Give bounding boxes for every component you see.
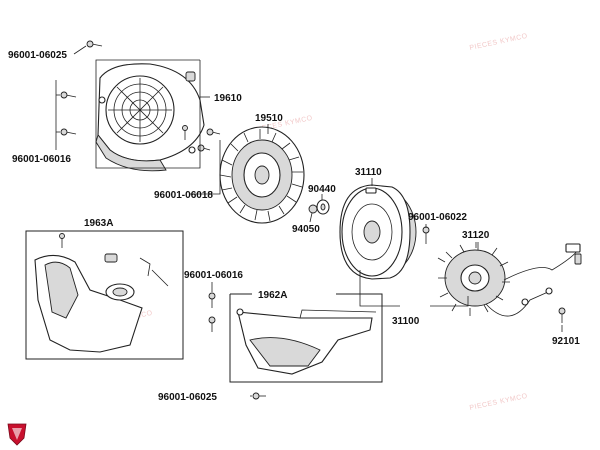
- label-fan[interactable]: 19510: [255, 113, 283, 124]
- washer-nut-group: [308, 199, 330, 215]
- lower-cover-part: [236, 308, 377, 375]
- stator-part: [437, 242, 582, 317]
- watermark: PIECES KYMCO: [469, 393, 529, 412]
- shroud-box: [25, 230, 184, 360]
- label-nut[interactable]: 94050: [292, 224, 320, 235]
- label-clamp-bolt[interactable]: 92101: [552, 336, 580, 347]
- label-washer[interactable]: 90440: [308, 184, 336, 195]
- label-flywheel[interactable]: 31110: [355, 167, 382, 178]
- label-cover-box[interactable]: 1962A: [258, 290, 287, 301]
- label-stator-bolt[interactable]: 96001-06022: [408, 212, 467, 223]
- label-lower-bolt-b[interactable]: 96001-06025: [158, 392, 217, 403]
- label-shroud-box[interactable]: 1963A: [84, 218, 113, 229]
- bolt-group-lower: [182, 125, 566, 400]
- label-fan-cover[interactable]: 19610: [214, 93, 242, 104]
- brand-logo: [7, 423, 27, 446]
- watermark: PIECES KYMCO: [469, 33, 529, 52]
- cover-box: [229, 293, 383, 383]
- shroud-part: [34, 233, 169, 353]
- label-top-bolt[interactable]: 96001-06025: [8, 50, 67, 61]
- label-lower-bolt-a[interactable]: 96001-06016: [184, 270, 243, 281]
- flywheel-part: [339, 184, 417, 280]
- label-assembly[interactable]: 31100: [392, 316, 420, 327]
- label-stator[interactable]: 31120: [462, 230, 490, 241]
- label-group: 96001-06025 19610 96001-06016 19510 9600…: [8, 50, 580, 403]
- label-cover-bolt[interactable]: 96001-06016: [12, 154, 71, 165]
- cooling-fan-part: [219, 126, 305, 224]
- leader-lines: [55, 45, 563, 397]
- bolt-group-top: [60, 40, 221, 152]
- label-fan-bolt[interactable]: 96001-06018: [154, 190, 213, 201]
- fan-cover-part: [95, 63, 205, 172]
